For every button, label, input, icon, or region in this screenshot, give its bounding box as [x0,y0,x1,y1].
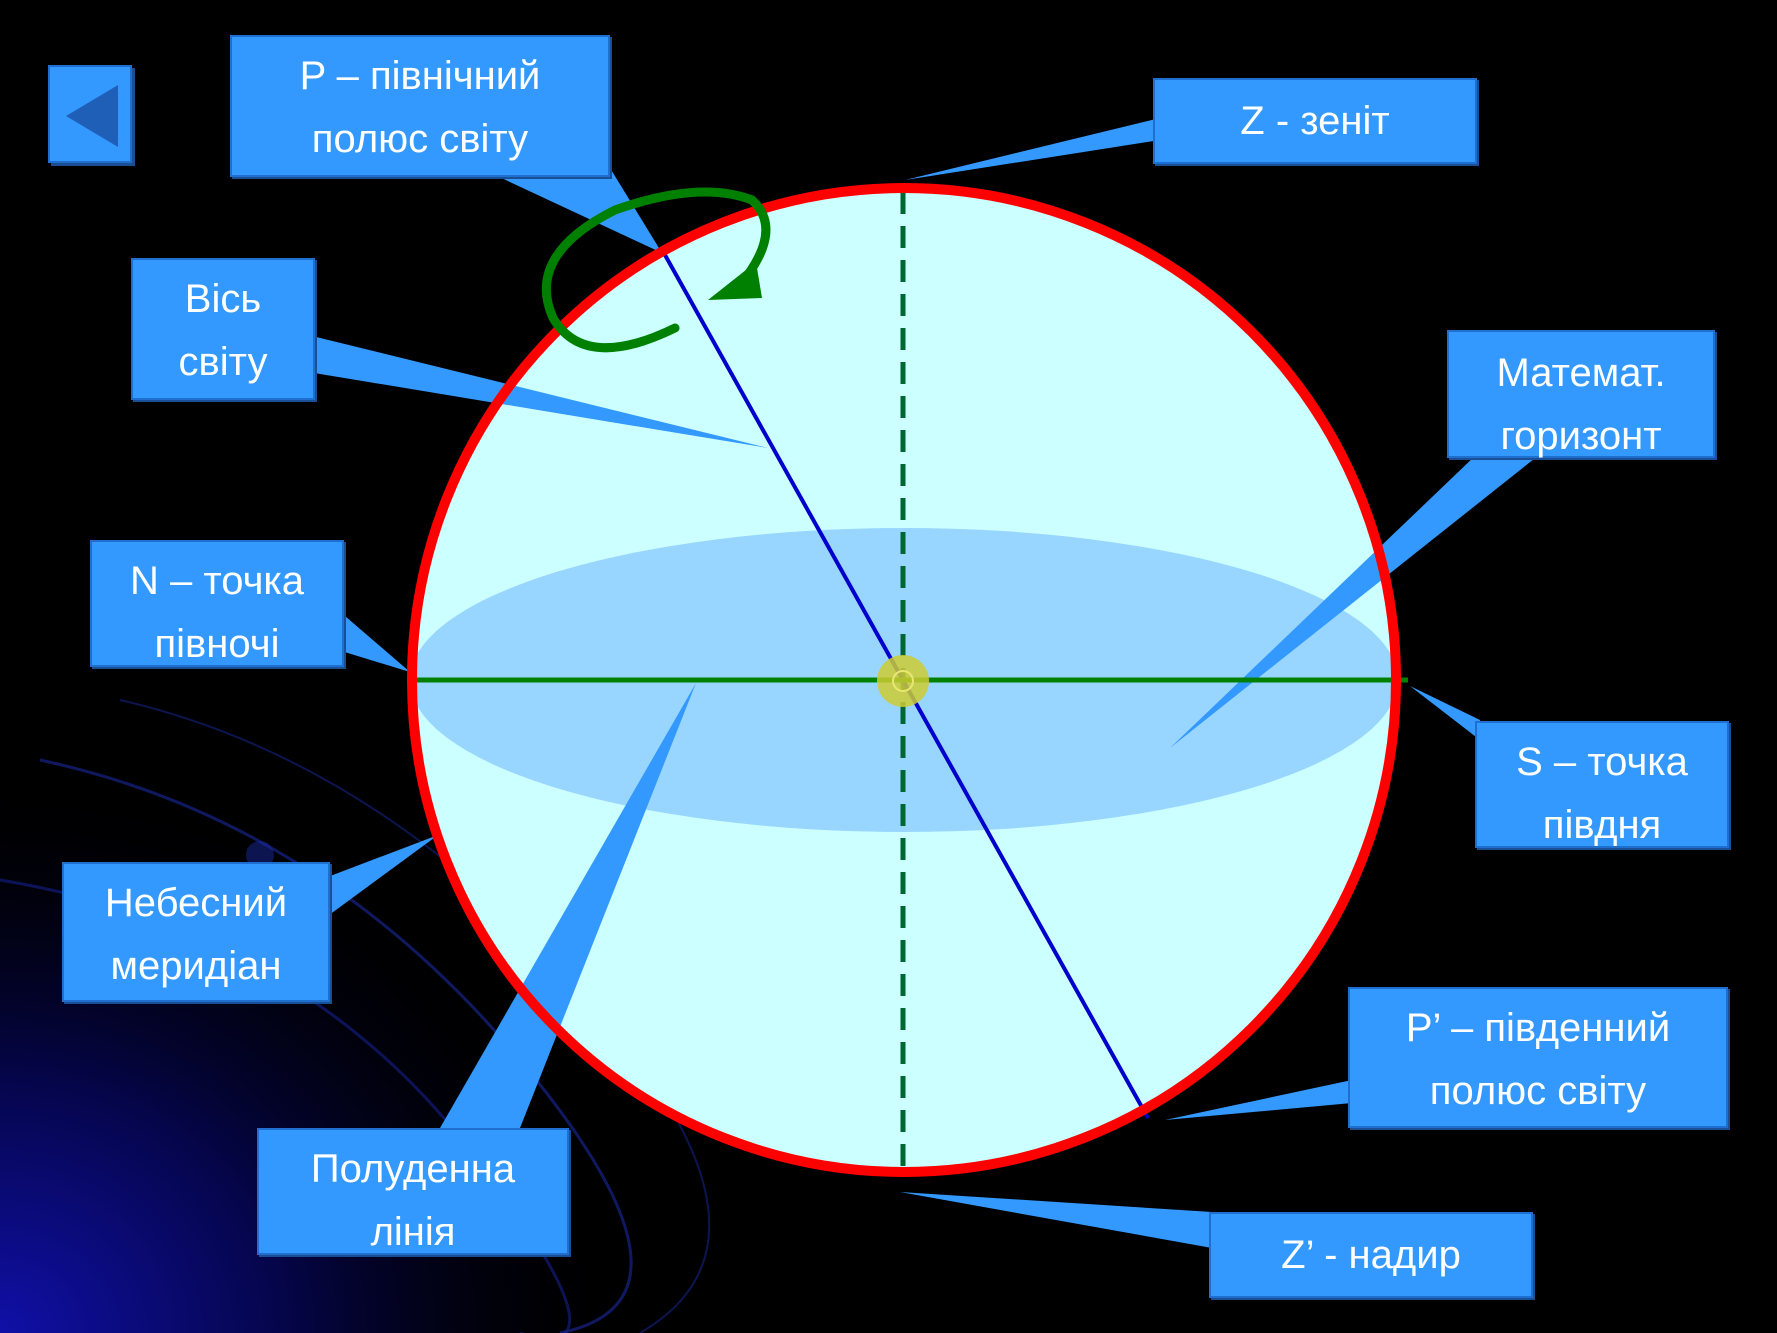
label-south-point: S – точка півдня [1475,721,1729,848]
label-meridian: Небесний меридіан [62,862,330,1002]
triangle-left-icon [66,85,118,147]
pointer-north-pole [480,168,662,253]
observer-point [877,655,929,707]
pointer-noon-line [440,683,696,1128]
back-button[interactable] [48,65,132,163]
label-zenith: Z - зеніт [1153,78,1477,164]
label-horizon: Математ. горизонт [1447,330,1715,458]
label-nadir: Z’ - надир [1209,1212,1533,1298]
pointer-south-pole [1165,1080,1352,1120]
pointer-south-point [1410,686,1480,740]
label-north-pole: P – північний полюс світу [230,35,610,177]
pointer-north-point [338,610,410,672]
pointer-axis [308,335,768,448]
label-axis: Вісь світу [131,258,315,400]
pointer-horizon [1170,432,1568,748]
callout-pointers [308,118,1568,1248]
curved-arrow-icon [541,187,771,353]
pointer-zenith [905,118,1160,180]
label-north-point: N – точка півночі [90,540,344,667]
pointer-meridian [325,835,438,918]
celestial-meridian-outline [407,183,1401,1177]
label-south-pole: P’ – південний полюс світу [1348,987,1728,1128]
label-noon-line: Полуденна лінія [257,1128,569,1255]
pointer-nadir [900,1192,1212,1248]
